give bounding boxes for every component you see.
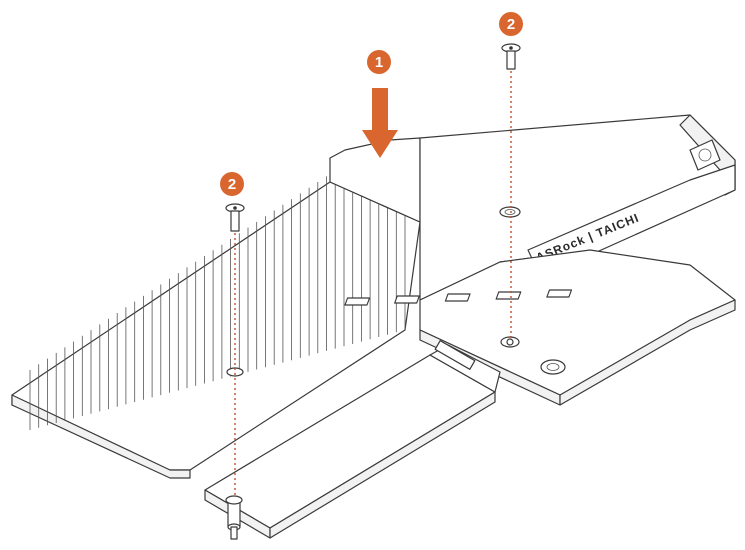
screw-right — [501, 43, 521, 70]
step-badge-1: 1 — [367, 50, 391, 74]
svg-text:2: 2 — [507, 16, 515, 33]
thermal-pads — [344, 289, 573, 306]
m2-standoff — [225, 495, 243, 540]
screw-left — [225, 203, 245, 232]
step-badge-2-right: 2 — [499, 12, 523, 36]
heatsink — [11, 137, 421, 479]
shroud-screw-hole — [499, 206, 521, 218]
svg-text:2: 2 — [228, 176, 236, 193]
svg-text:1: 1 — [375, 54, 383, 71]
m2-label-sticker — [434, 340, 476, 370]
m2-ssd — [204, 340, 501, 540]
brand-logo-icon — [689, 139, 721, 171]
m2-mount-post — [540, 359, 566, 375]
step-badge-2-left: 2 — [220, 172, 244, 196]
motherboard-shroud: ASRock | TAICHI — [419, 114, 736, 301]
m2-standoff-hole — [500, 336, 520, 348]
arrow-down-icon — [362, 88, 398, 158]
